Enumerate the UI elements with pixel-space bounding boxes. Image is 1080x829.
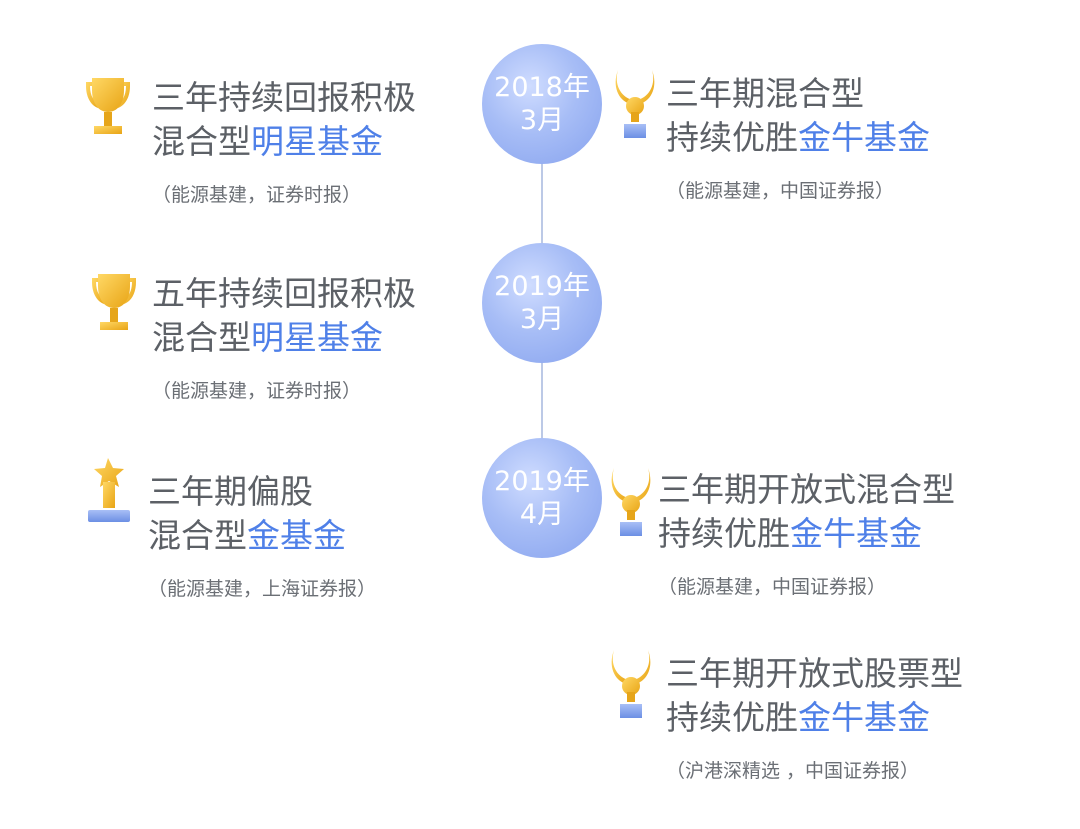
award-category: 混合型 (152, 318, 251, 357)
trophy-icon (86, 78, 130, 134)
node-year: 2019年 (494, 466, 590, 497)
award-title-line2: 混合型金基金 (148, 514, 376, 558)
award-source-note: （能源基建，中国证券报） (658, 576, 887, 598)
award-highlight: 金牛基金 (798, 118, 930, 157)
award-highlight: 明星基金 (251, 318, 383, 357)
award-title-line2: 持续优胜金牛基金 (658, 512, 955, 556)
award-title-line1: 五年持续回报积极 (152, 274, 416, 313)
award-title-line1: 三年期开放式混合型 (658, 470, 955, 509)
award-title-line1: 三年持续回报积极 (152, 78, 416, 117)
timeline-node-2018-03: 2018年 3月 (482, 44, 602, 164)
award-2019-04-gold-fund: 三年期偏股 混合型金基金 （能源基建，上海证券报） (148, 470, 376, 601)
node-month: 3月 (519, 304, 565, 335)
golden-bull-icon (615, 70, 655, 138)
award-2019-04-golden-bull-hybrid: 三年期开放式混合型 持续优胜金牛基金 （能源基建，中国证券报） (658, 468, 955, 599)
award-2018-star-fund: 三年持续回报积极 混合型明星基金 （能源基建，证券时报） (152, 76, 416, 207)
award-title-line2: 持续优胜金牛基金 (666, 696, 963, 740)
node-year: 2019年 (494, 271, 590, 302)
timeline-node-2019-04: 2019年 4月 (482, 438, 602, 558)
award-category: 混合型 (148, 516, 247, 555)
star-trophy-icon (88, 458, 130, 522)
award-title-line2: 持续优胜金牛基金 (666, 116, 930, 160)
award-category: 混合型 (152, 122, 251, 161)
award-title-line2: 混合型明星基金 (152, 120, 416, 164)
award-source-note: （能源基建，证券时报） (152, 380, 362, 402)
award-category: 持续优胜 (666, 698, 798, 737)
award-highlight: 金牛基金 (798, 698, 930, 737)
award-highlight: 金牛基金 (790, 514, 922, 553)
golden-bull-icon (611, 468, 651, 536)
node-month: 4月 (519, 499, 565, 530)
award-2019-03-star-fund: 五年持续回报积极 混合型明星基金 （能源基建，证券时报） (152, 272, 416, 403)
award-title-line2: 混合型明星基金 (152, 316, 416, 360)
award-source-note: （能源基建，上海证券报） (148, 578, 377, 600)
award-source-note: （沪港深精选 ，中国证券报） (666, 760, 920, 782)
award-category: 持续优胜 (658, 514, 790, 553)
award-title-line1: 三年期偏股 (148, 472, 313, 511)
award-source-note: （能源基建，证券时报） (152, 184, 362, 206)
award-2019-04-golden-bull-equity: 三年期开放式股票型 持续优胜金牛基金 （沪港深精选 ，中国证券报） (666, 652, 963, 783)
award-category: 持续优胜 (666, 118, 798, 157)
timeline-node-2019-03: 2019年 3月 (482, 243, 602, 363)
trophy-icon (92, 274, 136, 330)
golden-bull-icon (611, 650, 651, 718)
node-year: 2018年 (494, 72, 590, 103)
node-month: 3月 (519, 105, 565, 136)
award-highlight: 金基金 (247, 516, 346, 555)
award-2018-golden-bull: 三年期混合型 持续优胜金牛基金 （能源基建，中国证券报） (666, 72, 930, 203)
award-highlight: 明星基金 (251, 122, 383, 161)
award-source-note: （能源基建，中国证券报） (666, 180, 895, 202)
award-title-line1: 三年期开放式股票型 (666, 654, 963, 693)
award-title-line1: 三年期混合型 (666, 74, 864, 113)
